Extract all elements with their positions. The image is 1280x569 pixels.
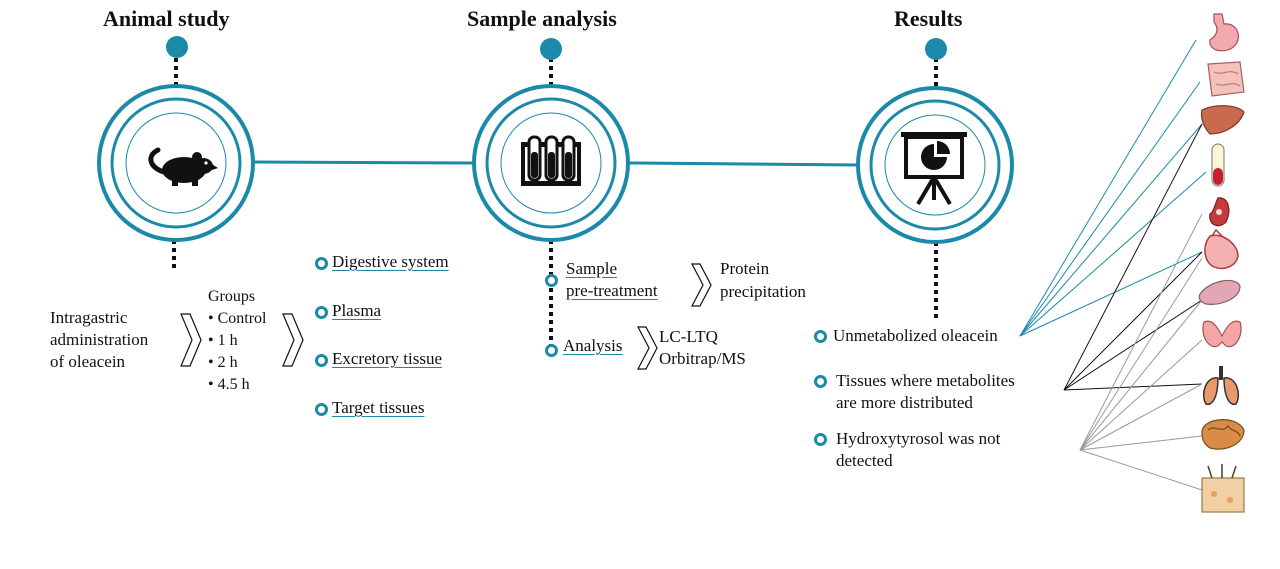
chevron-icon-1: [180, 313, 202, 367]
analysis-result-line-1: LC-LTQ: [659, 327, 718, 346]
stage-title-results: Results: [894, 6, 963, 31]
tissue-category: Target tissues: [332, 398, 425, 417]
tissue-category: Digestive system: [332, 252, 449, 271]
analysis-result-line-2: Orbitrap/MS: [659, 349, 746, 368]
kidney-icon: [1209, 197, 1230, 227]
stage-title-sample-analysis: Sample analysis: [467, 6, 617, 31]
skin-icon: [1201, 464, 1245, 513]
tissue-category: Plasma: [332, 301, 382, 320]
spleen-icon: [1198, 279, 1241, 305]
group-item: • Control: [208, 310, 267, 327]
finding-distribution-line-1: Tissues where metabolites: [836, 371, 1015, 390]
presentation-chart-icon: [901, 132, 967, 206]
bullet-icon: [814, 433, 827, 446]
bullet-icon: [315, 403, 328, 416]
stage-marker-sample: [540, 38, 562, 60]
connector-animal-sample: [253, 160, 475, 165]
administration-line-3: of oleacein: [50, 352, 126, 371]
administration-line-2: administration: [50, 330, 149, 349]
bullet-icon: [315, 306, 328, 319]
stage-marker-results: [925, 38, 947, 60]
bullet-icon: [814, 375, 827, 388]
test-tubes-icon: [521, 135, 581, 186]
group-item: • 2 h: [208, 354, 238, 371]
connector-sample-results: [629, 161, 859, 167]
finding-hydroxytyrosol-line-2: detected: [836, 451, 893, 470]
group-item: • 4.5 h: [208, 376, 250, 393]
analysis-label: Analysis: [563, 336, 623, 355]
heart-icon: [1204, 228, 1239, 270]
liver-icon: [1200, 105, 1245, 135]
pretreatment-result-line-1: Protein: [720, 259, 770, 278]
blood-tube-icon: [1211, 143, 1225, 187]
pretreatment-result-line-2: precipitation: [720, 282, 806, 301]
stomach-icon: [1209, 13, 1240, 52]
rat-icon: [148, 147, 218, 186]
stage-title-animal-study: Animal study: [103, 6, 230, 31]
lungs-icon: [1202, 366, 1240, 406]
finding-distribution-line-2: are more distributed: [836, 393, 973, 412]
group-item: • 1 h: [208, 332, 238, 349]
bullet-icon: [315, 257, 328, 270]
finding-unmetabolized: Unmetabolized oleacein: [833, 326, 998, 345]
organ-connection-lines: [1019, 39, 1207, 491]
groups-title: Groups: [208, 288, 256, 305]
finding-hydroxytyrosol-line-1: Hydroxytyrosol was not: [836, 429, 1001, 448]
pretreatment-line-1: Sample: [566, 259, 617, 278]
thyroid-icon: [1202, 320, 1242, 348]
pretreatment-line-2: pre-treatment: [566, 281, 658, 300]
bullet-icon: [315, 354, 328, 367]
administration-line-1: Intragastric: [50, 308, 128, 327]
chevron-icon-4: [637, 326, 658, 370]
bullet-icon: [814, 330, 827, 343]
intestine-icon: [1207, 61, 1245, 97]
tissue-category: Excretory tissue: [332, 349, 442, 368]
stage-circle-animal: [97, 84, 255, 242]
bullet-icon: [545, 274, 558, 287]
chevron-icon-3: [691, 263, 712, 307]
bullet-icon: [545, 344, 558, 357]
chevron-icon-2: [282, 313, 304, 367]
stage-marker-animal: [166, 36, 188, 58]
brain-icon: [1201, 419, 1245, 450]
